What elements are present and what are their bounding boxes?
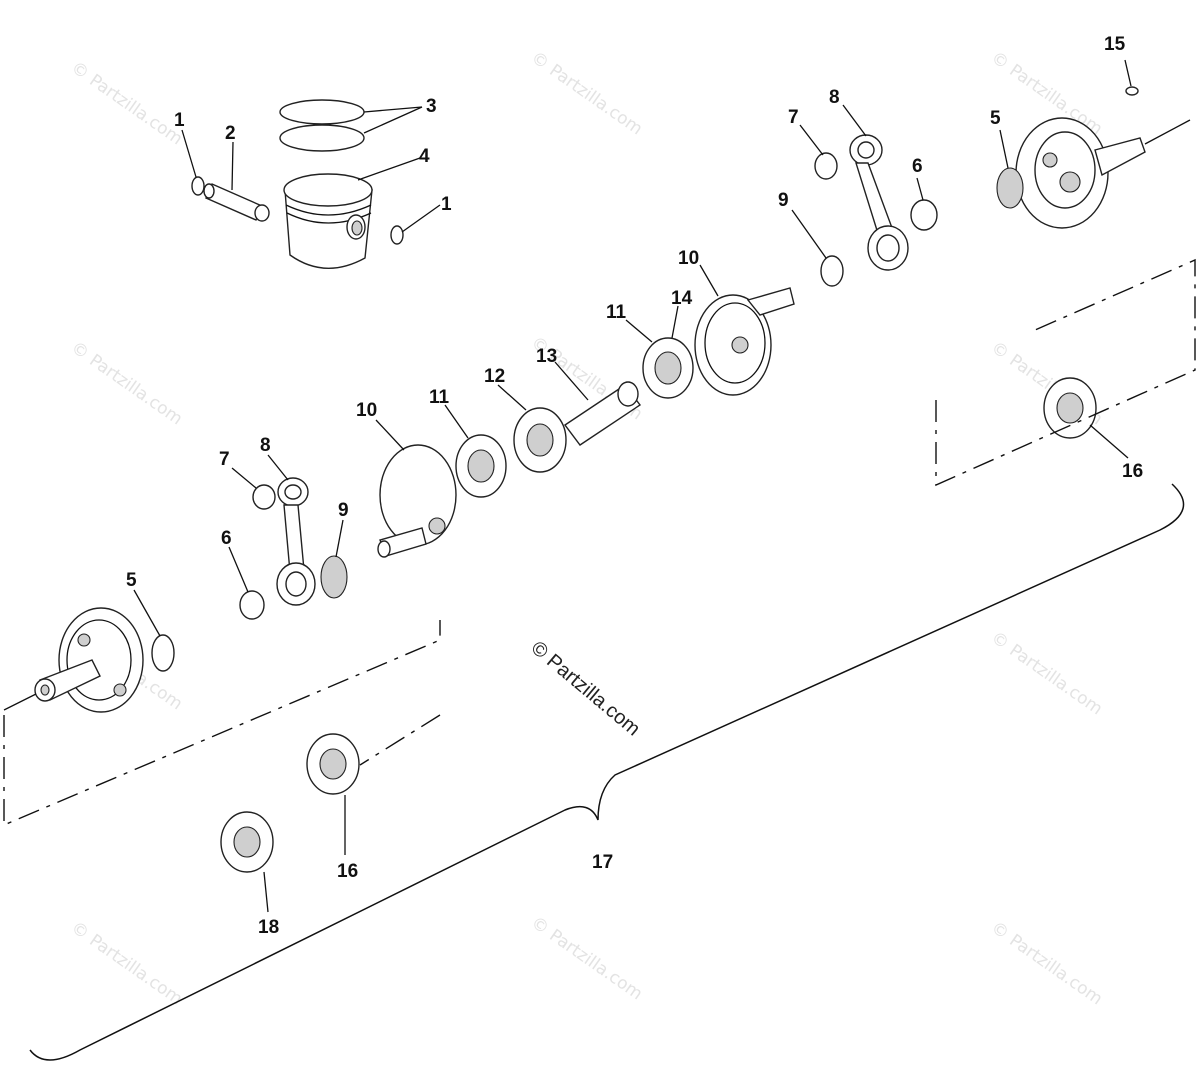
- callout-11: 11: [606, 302, 627, 323]
- callout-5: 5: [126, 570, 137, 591]
- watermark: © Partzilla.com: [67, 918, 186, 1010]
- thrust-washer-left: [151, 634, 175, 672]
- watermark: © Partzilla.com: [987, 918, 1106, 1010]
- assembly-brace: [29, 483, 1185, 1061]
- callout-17: 17: [592, 852, 613, 873]
- callout-16: 16: [337, 861, 358, 882]
- big-end-bearing-lower: [239, 590, 265, 620]
- callout-13: 13: [536, 346, 557, 367]
- callout-15: 15: [1104, 34, 1126, 55]
- callout-7: 7: [219, 449, 230, 470]
- wrist-pin: [203, 183, 270, 222]
- small-end-bearing-lower: [252, 484, 276, 510]
- watermark: © Partzilla.com: [67, 58, 186, 150]
- piston-ring-lower: [279, 124, 365, 152]
- circlip-left: [191, 176, 205, 196]
- watermark: © Partzilla.com: [527, 913, 646, 1005]
- crank-half-left: [3, 607, 144, 713]
- watermark: © Partzilla.com: [527, 48, 646, 140]
- callout-10: 10: [678, 248, 699, 269]
- watermark: © Partzilla.com: [67, 338, 186, 430]
- callout-7: 7: [788, 107, 799, 128]
- thrust-washer-right: [996, 167, 1024, 209]
- woodruff-key: [1125, 86, 1139, 96]
- center-watermark: © Partzilla.com: [527, 637, 644, 740]
- crank-web-lower: [377, 444, 457, 558]
- washer-upper: [820, 255, 844, 287]
- callout-6: 6: [912, 156, 923, 177]
- callout-4: 4: [419, 146, 430, 167]
- washer-lower: [320, 555, 348, 599]
- piston-group: [191, 99, 404, 269]
- callout-5: 5: [990, 108, 1001, 129]
- piston-ring-upper: [279, 99, 365, 125]
- small-end-bearing-upper: [814, 152, 838, 180]
- dashed-box-right: [935, 258, 1196, 487]
- crank-half-right: [1015, 117, 1191, 229]
- piston: [283, 173, 373, 269]
- circlip-right: [390, 225, 404, 245]
- callout-8: 8: [260, 435, 271, 456]
- callout-2: 2: [225, 123, 236, 144]
- center-shaft: [563, 381, 642, 446]
- callout-labels: 1 2 3 4 1 15 8 7 5 6 9 10 14 11 12 13 10…: [126, 34, 1143, 938]
- connecting-rod-lower: [276, 477, 316, 606]
- callout-9: 9: [778, 190, 789, 211]
- callout-12: 12: [484, 366, 505, 387]
- callout-10: 10: [356, 400, 377, 421]
- callout-9: 9: [338, 500, 349, 521]
- crank-web-upper: [694, 287, 795, 396]
- callout-6: 6: [221, 528, 232, 549]
- callout-1: 1: [441, 194, 452, 215]
- callout-8: 8: [829, 87, 840, 108]
- callout-18: 18: [258, 917, 279, 938]
- callout-16: 16: [1122, 461, 1143, 482]
- callout-14: 14: [671, 288, 693, 309]
- dashed-box-left: [3, 620, 441, 827]
- connecting-rod-upper: [849, 134, 909, 271]
- big-end-bearing-upper: [910, 199, 938, 231]
- callout-1: 1: [174, 110, 185, 131]
- leader-lines: [133, 59, 1132, 913]
- callout-11: 11: [429, 387, 450, 408]
- callout-3: 3: [426, 96, 437, 117]
- watermark: © Partzilla.com: [987, 628, 1106, 720]
